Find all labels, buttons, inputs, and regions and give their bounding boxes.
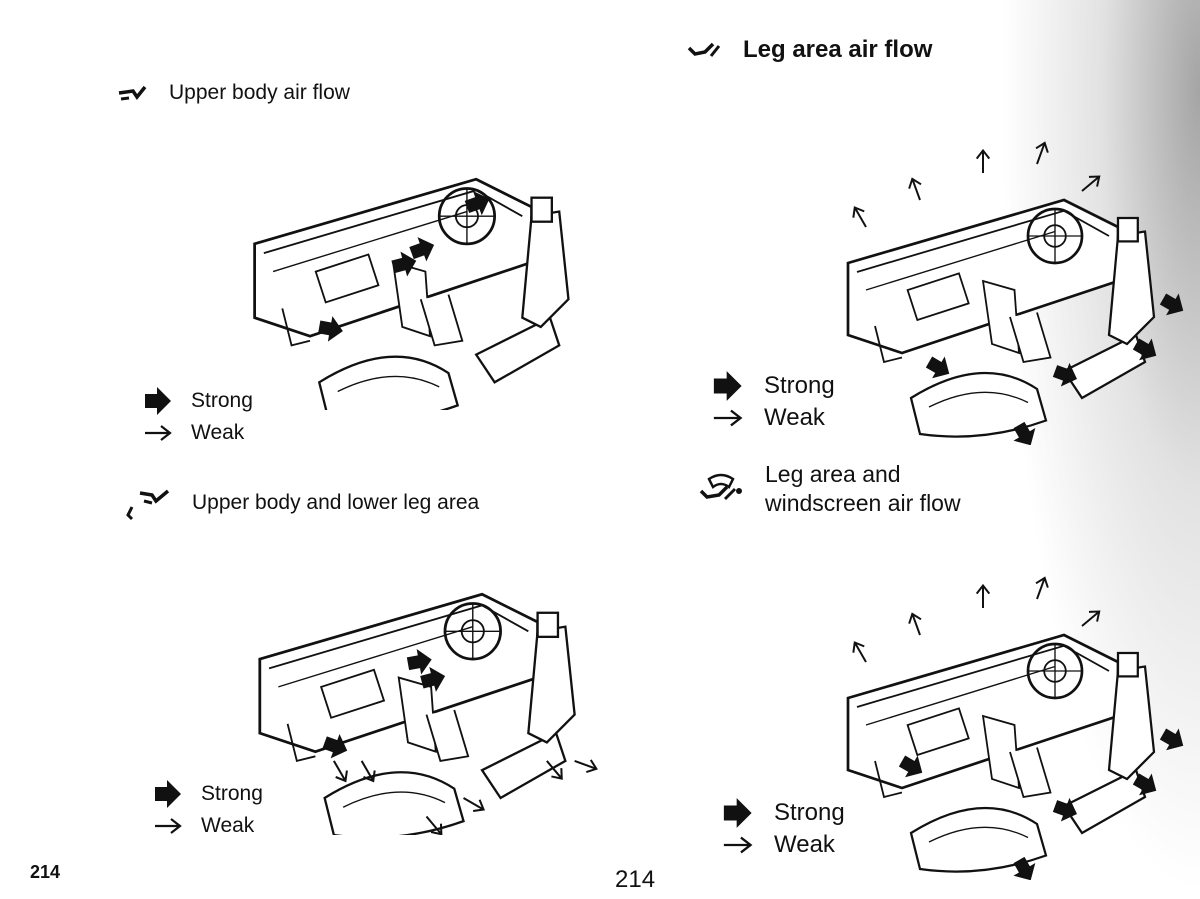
car-interior-illustration-upper-lower xyxy=(250,585,640,835)
upper-lower-heading: Upper body and lower leg area xyxy=(122,485,479,521)
upper-body-airflow-icon xyxy=(115,81,151,105)
legend-weak-label: Weak xyxy=(774,831,835,859)
leg-and-windscreen-airflow-icon xyxy=(695,471,747,507)
legend-strong-label: Strong xyxy=(764,372,835,400)
weak-arrow-icon xyxy=(712,402,752,434)
legend-strong-label: Strong xyxy=(774,799,845,827)
weak-arrow-icon xyxy=(145,418,179,448)
upper-body-heading: Upper body air flow xyxy=(115,80,350,106)
upper-and-leg-airflow-icon xyxy=(122,485,174,521)
car-interior-illustration-leg-windscreen xyxy=(830,570,1190,880)
strong-arrow-icon xyxy=(145,386,179,416)
legend-weak-label: Weak xyxy=(201,814,254,838)
section-title-line1: Leg area and xyxy=(765,460,961,489)
page-number-center: 214 xyxy=(615,866,655,894)
strong-arrow-icon xyxy=(722,797,762,829)
weak-arrow-icon xyxy=(155,811,189,841)
legend-weak-label: Weak xyxy=(191,421,244,445)
strong-arrow-icon xyxy=(155,779,189,809)
page-number-left: 214 xyxy=(30,862,60,883)
section-title: Upper body and lower leg area xyxy=(192,490,479,516)
legend-leg-windscreen: Strong Weak xyxy=(722,797,845,861)
leg-windscreen-heading: Leg area and windscreen air flow xyxy=(695,460,961,518)
legend-strong-label: Strong xyxy=(201,782,263,806)
section-title: Upper body air flow xyxy=(169,80,350,106)
car-interior-illustration-leg xyxy=(830,135,1190,445)
section-title: Leg area air flow xyxy=(743,35,932,65)
legend-strong-label: Strong xyxy=(191,389,253,413)
legend-weak-label: Weak xyxy=(764,404,825,432)
weak-arrow-icon xyxy=(722,829,762,861)
leg-airflow-icon xyxy=(685,38,725,62)
car-interior-illustration-upper xyxy=(240,170,620,410)
strong-arrow-icon xyxy=(712,370,752,402)
section-title-line2: windscreen air flow xyxy=(765,489,961,518)
leg-area-heading: Leg area air flow xyxy=(685,35,932,65)
legend-leg: Strong Weak xyxy=(712,370,835,434)
legend-upper: Strong Weak xyxy=(145,385,253,449)
legend-upper-lower: Strong Weak xyxy=(155,778,263,842)
